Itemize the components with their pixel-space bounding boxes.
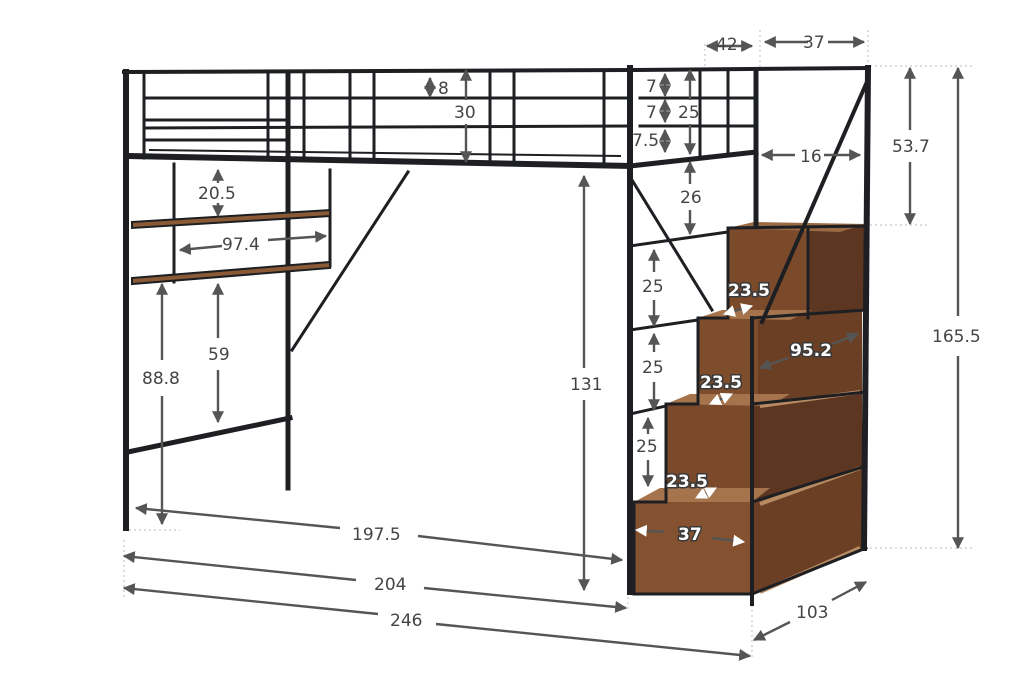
label-tread-1: 23.5 <box>728 281 770 301</box>
label-under-rail: 26 <box>680 188 702 208</box>
label-side-gap-3: 7.5 <box>632 131 659 151</box>
label-shelf-height: 59 <box>208 345 230 365</box>
label-clearance: 131 <box>570 375 602 395</box>
label-inner-length: 197.5 <box>352 525 401 545</box>
label-stair-width: 37 <box>678 525 702 545</box>
label-total-height: 165.5 <box>932 327 981 347</box>
step-side-4 <box>808 226 866 318</box>
step-box-4 <box>728 228 808 318</box>
label-rail-gap: 8 <box>438 79 449 99</box>
label-side-guard: 25 <box>678 103 700 123</box>
label-bed-length: 204 <box>374 575 406 595</box>
stair-handrail <box>759 81 869 325</box>
label-tread-2: 23.5 <box>700 373 742 393</box>
step-box-2 <box>666 404 752 502</box>
label-side-gap-1: 7 <box>646 77 657 97</box>
label-overall-width: 103 <box>796 603 828 623</box>
label-shelf-width: 97.4 <box>222 235 260 255</box>
label-overall-length: 246 <box>390 611 422 631</box>
staircase-storage <box>632 81 869 606</box>
label-step-rise-2: 25 <box>642 358 664 378</box>
label-step-rise-1: 25 <box>642 277 664 297</box>
label-side-gap-2: 7 <box>646 103 657 123</box>
lower-shelf <box>131 260 331 286</box>
bed-frame <box>121 64 872 595</box>
label-top-to-step: 53.7 <box>892 137 930 157</box>
label-shelf-gap: 20.5 <box>198 184 236 204</box>
dimension-labels: 8 30 42 37 7 7 7.5 25 53.7 16 26 20.5 97… <box>142 33 981 631</box>
step-box-3 <box>698 318 758 404</box>
label-guard-height: 30 <box>454 103 476 123</box>
upper-shelf <box>131 208 331 230</box>
dimension-lines <box>122 36 964 661</box>
label-stair-depth: 95.2 <box>790 341 832 361</box>
label-step-to-rail: 16 <box>800 147 822 167</box>
label-step-rise-3: 25 <box>636 437 658 457</box>
label-lower-frame: 88.8 <box>142 369 180 389</box>
label-tread-3: 23.5 <box>666 472 708 492</box>
step-box-1 <box>634 502 752 594</box>
label-shelf-depth: 42 <box>716 35 738 55</box>
step-side-3 <box>758 310 862 404</box>
label-stair-offset: 37 <box>803 33 825 53</box>
